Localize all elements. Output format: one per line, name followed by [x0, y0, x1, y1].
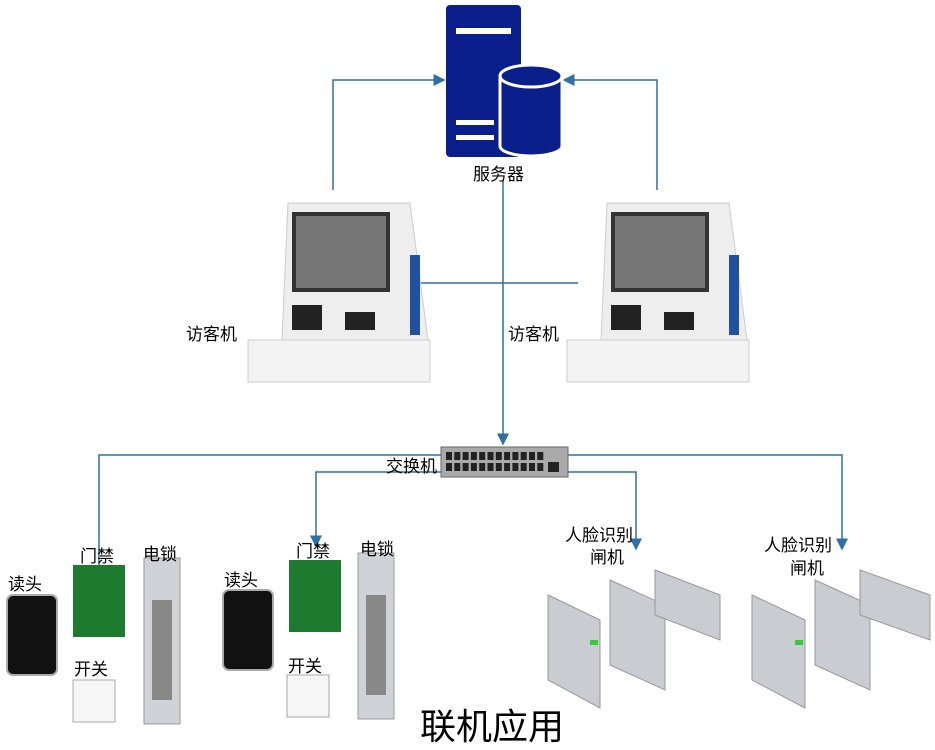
switch-port — [454, 463, 461, 471]
switch-port — [462, 463, 469, 471]
electric-lock-1-icon — [143, 557, 181, 725]
gate-2-label-line2: 闸机 — [790, 559, 824, 579]
switch-port — [512, 452, 519, 460]
switch-port — [462, 452, 469, 460]
switch-port — [495, 452, 502, 460]
diagram-title: 联机应用 — [420, 707, 565, 748]
switch-port — [470, 463, 477, 471]
server-icon — [446, 5, 564, 158]
kiosk-right-icon — [566, 202, 750, 383]
exit-button-1-icon — [72, 679, 116, 723]
switch-port — [504, 452, 511, 460]
switch-port — [446, 463, 452, 471]
switch-port — [495, 463, 502, 471]
lock-2-label: 电锁 — [360, 540, 394, 560]
controller-1-label: 门禁 — [80, 547, 114, 567]
controller-board-1-icon — [73, 565, 125, 637]
switch-port — [537, 463, 544, 471]
controller-board-2-icon — [289, 560, 341, 632]
card-reader-2-icon — [222, 589, 274, 671]
gate-1-label-line1: 人脸识别 — [565, 526, 633, 546]
gate-2-label-line1: 人脸识别 — [764, 536, 832, 556]
kiosk-left-icon — [247, 202, 431, 383]
reader-1-label: 读头 — [8, 575, 42, 595]
switch-port — [529, 452, 535, 460]
switch-port — [479, 463, 486, 471]
turnstile-gate-1-icon — [547, 569, 721, 709]
switch-port — [487, 452, 494, 460]
switch-port — [479, 452, 486, 460]
switch-port — [512, 463, 519, 471]
switch-port — [520, 452, 527, 460]
switch-port — [454, 452, 461, 460]
switch-port — [504, 463, 511, 471]
lock-1-label: 电锁 — [143, 545, 177, 565]
server-label: 服务器 — [473, 165, 524, 185]
switch-port — [529, 463, 535, 471]
switch-port — [520, 463, 527, 471]
exit-button-2-icon — [286, 674, 330, 718]
switch-port — [446, 452, 452, 460]
kiosk-right-label: 访客机 — [508, 325, 559, 345]
gate-1-label-line2: 闸机 — [590, 548, 624, 568]
button-2-label: 开关 — [288, 657, 322, 677]
kiosk-left-label: 访客机 — [186, 325, 237, 345]
card-reader-1-icon — [6, 594, 58, 676]
switch-label: 交换机 — [386, 457, 437, 477]
controller-2-label: 门禁 — [296, 542, 330, 562]
switch-port — [487, 463, 494, 471]
button-1-label: 开关 — [74, 660, 108, 680]
turnstile-gate-2-icon — [751, 569, 931, 709]
electric-lock-2-icon — [357, 552, 395, 720]
reader-2-label: 读头 — [224, 571, 258, 591]
switch-icon — [440, 446, 569, 478]
switch-port — [470, 452, 477, 460]
switch-port — [537, 452, 544, 460]
